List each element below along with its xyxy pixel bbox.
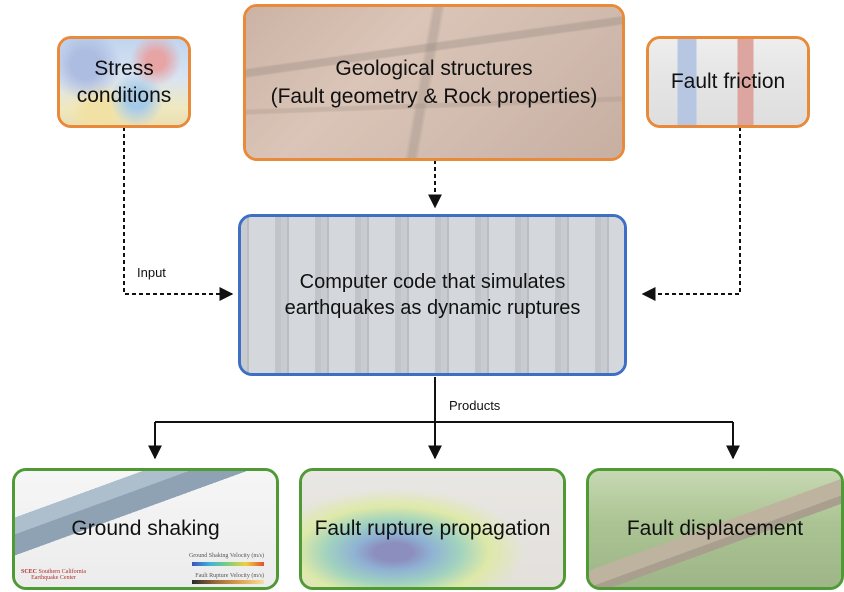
fault-velocity-legend: Fault Rupture Velocity (m/s) xyxy=(195,573,264,579)
ground-velocity-colorbar xyxy=(192,562,264,566)
fault-friction-title: Fault friction xyxy=(670,70,786,94)
rupture-propagation-box: Fault rupture propagation xyxy=(299,468,566,590)
input-label: Input xyxy=(137,265,166,280)
products-label: Products xyxy=(449,398,501,413)
fault-displacement-box: Fault displacement xyxy=(586,468,844,590)
scec-logo-mark: SCEC xyxy=(21,569,38,575)
scec-logo-name: Southern California Earthquake Center xyxy=(31,569,87,581)
rock-outcrop-image xyxy=(246,7,622,158)
stress-to-simulator-arrow xyxy=(123,127,234,301)
fault-velocity-colorbar xyxy=(192,580,264,584)
stress-conditions-box: Stress conditions xyxy=(57,36,191,128)
ground-velocity-legend: Ground Shaking Velocity (m/s) xyxy=(188,553,264,559)
rupture-propagation-title: Fault rupture propagation xyxy=(314,517,551,541)
ground-shaking-title: Ground shaking xyxy=(71,517,220,541)
fault-displacement-title: Fault displacement xyxy=(626,517,804,541)
geological-structures-title: Geological structures (Fault geometry & … xyxy=(270,57,598,108)
fault-friction-box: Fault friction xyxy=(646,36,810,128)
simulation-code-title: Computer code that simulates earthquakes… xyxy=(284,271,581,319)
geological-structures-box: Geological structures (Fault geometry & … xyxy=(243,4,625,161)
stress-conditions-title: Stress conditions xyxy=(76,56,172,107)
scec-logo: SCEC Southern California Earthquake Cent… xyxy=(21,569,86,581)
friction-to-simulator-arrow xyxy=(641,127,741,301)
fault-scarp-image xyxy=(589,471,841,587)
simulation-code-box: Computer code that simulates earthquakes… xyxy=(238,214,627,376)
ground-shaking-box: Ground shaking SCEC Southern California … xyxy=(12,468,279,590)
stress-map-image xyxy=(60,39,188,125)
rupture-contour-image xyxy=(302,471,563,587)
ground-shaking-plot-image xyxy=(15,471,276,587)
